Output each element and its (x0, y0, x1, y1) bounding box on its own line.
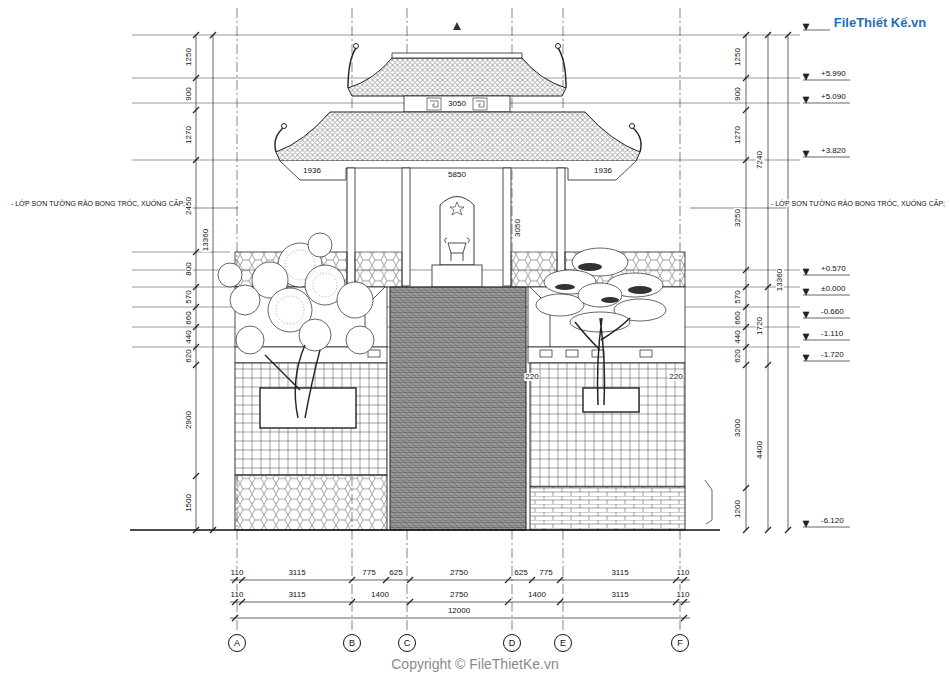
dimension: 3250 (734, 208, 742, 228)
axis-letter: D (509, 639, 516, 648)
roof-inscription: 1936 (302, 167, 322, 175)
condition-note: - LỚP SƠN TƯỜNG RÀO BONG TRÓC, XUỐNG CẤP… (770, 200, 946, 207)
elevation-level: -6.120 (820, 517, 845, 525)
dimension: 1270 (734, 125, 742, 145)
dimension: 2750 (449, 591, 469, 599)
dimension: 1250 (185, 47, 193, 67)
elevation-level: +3.820 (820, 147, 847, 155)
dimension: 2750 (449, 569, 469, 577)
dimension: 440 (185, 329, 193, 344)
grid-axis-bubble: E (554, 634, 572, 652)
dimension: 625 (388, 569, 403, 577)
dimension: 3050 (447, 100, 467, 108)
grid-axis-bubble: C (398, 634, 416, 652)
dimension: 3050 (514, 218, 522, 238)
dimension: 1400 (527, 591, 547, 599)
dimension: 440 (734, 329, 742, 344)
dimension: 2450 (185, 196, 193, 216)
dimension: 110 (676, 569, 691, 577)
dimension: 3200 (734, 418, 742, 438)
elevation-level: -1.110 (820, 330, 844, 338)
dimension: 7240 (756, 150, 764, 170)
dimension: 220 (668, 373, 683, 381)
dimension: 3115 (287, 591, 306, 599)
overall-dimension: 12000 (447, 607, 471, 615)
site-logo: FileThiết Kế.vn (833, 16, 927, 29)
dimension: 900 (185, 86, 193, 101)
dimension: 660 (734, 310, 742, 325)
dimension: 1720 (756, 316, 764, 336)
elevation-level: -1.720 (820, 351, 845, 359)
elevation-level: ±0.000 (820, 285, 846, 293)
overall-dimension: 13360 (202, 228, 210, 252)
dimension: 625 (513, 569, 528, 577)
elevation-level: +5.090 (820, 93, 847, 101)
dimension: 775 (538, 569, 553, 577)
dimension: 1200 (734, 499, 742, 519)
dimension: 3115 (610, 591, 629, 599)
dimension: 1400 (370, 591, 390, 599)
grid-axis-bubble: F (671, 634, 689, 652)
axis-letter: A (234, 639, 240, 648)
dimension: 620 (734, 348, 742, 363)
dimension: 900 (734, 86, 742, 101)
dimension: 3115 (287, 569, 306, 577)
dimension: 110 (676, 591, 691, 599)
dimension: 1500 (185, 493, 193, 513)
elevation-level: -0.660 (820, 308, 845, 316)
dimension: 110 (230, 591, 245, 599)
dimension: 220 (524, 373, 539, 381)
dimension: 570 (734, 289, 742, 304)
dimension: 1270 (185, 125, 193, 145)
elevation-level: +5.990 (820, 70, 847, 78)
axis-letter: E (560, 639, 566, 648)
dimension: 800 (185, 261, 193, 276)
dimension: 775 (361, 569, 376, 577)
axis-letter: B (349, 639, 355, 648)
watermark: Copyright © FileThietKe.vn (390, 657, 560, 671)
dimension: 4400 (756, 440, 764, 460)
dimension: 620 (185, 348, 193, 363)
grid-axis-bubble: D (503, 634, 521, 652)
condition-note: - LỚP SƠN TƯỜNG RÀO BONG TRÓC, XUỐNG CẤP… (10, 200, 186, 207)
roof-inscription: 1936 (593, 167, 613, 175)
axis-letter: F (677, 639, 683, 648)
grid-axis-bubble: A (228, 634, 246, 652)
grid-axis-bubble: B (343, 634, 361, 652)
dimension: 1250 (734, 47, 742, 67)
dimension: 5850 (447, 171, 467, 179)
dimension: 660 (185, 310, 193, 325)
dimension: 3115 (610, 569, 629, 577)
dimension: 570 (185, 289, 193, 304)
elevation-level: +0.570 (820, 265, 847, 273)
overall-dimension: 13360 (776, 268, 784, 292)
dimension: 110 (230, 569, 245, 577)
axis-letter: C (404, 639, 411, 648)
dimension: 2900 (185, 410, 193, 430)
